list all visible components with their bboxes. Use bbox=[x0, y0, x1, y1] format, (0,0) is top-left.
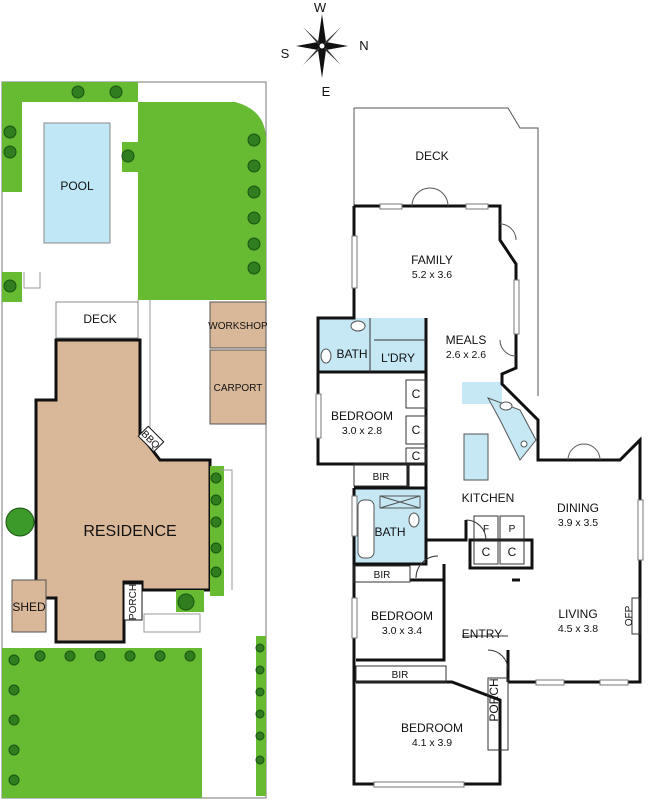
laundry-label: L'DRY bbox=[381, 351, 415, 365]
floor-plan bbox=[315, 107, 644, 788]
bedroom3-size: 4.1 x 3.9 bbox=[412, 737, 452, 749]
bedroom2-label: BEDROOM bbox=[371, 609, 433, 623]
porch-label: PORCH bbox=[487, 678, 501, 721]
residence-label: RESIDENCE bbox=[83, 523, 176, 540]
deck-outline bbox=[354, 107, 539, 396]
bir-label-2: BIR bbox=[374, 570, 391, 581]
pool-label: POOL bbox=[60, 179, 94, 193]
bath-tub-icon bbox=[357, 499, 375, 559]
bath2-label: BATH bbox=[374, 525, 405, 539]
shed-label: SHED bbox=[12, 600, 46, 614]
bedroom1-size: 3.0 x 2.8 bbox=[342, 425, 382, 437]
lawn-top-right bbox=[138, 102, 266, 300]
compass-s: S bbox=[281, 46, 290, 61]
bedroom3-label: BEDROOM bbox=[401, 721, 463, 735]
tree-icons bbox=[3, 85, 265, 786]
compass-n: N bbox=[359, 38, 368, 53]
pool bbox=[43, 122, 111, 244]
bath1-label: BATH bbox=[336, 347, 367, 361]
dining-label: DINING bbox=[557, 501, 599, 515]
shed bbox=[11, 579, 47, 633]
family-size: 5.2 x 3.6 bbox=[412, 269, 452, 281]
living-label: LIVING bbox=[558, 607, 597, 621]
living-size: 4.5 x 3.8 bbox=[558, 623, 598, 635]
bir-label-3: BIR bbox=[392, 670, 409, 681]
closet-label-3: C bbox=[412, 449, 421, 463]
workshop-label: WORKSHOP bbox=[208, 321, 268, 332]
cooktop-icon bbox=[520, 440, 528, 448]
bir-label-1: BIR bbox=[373, 472, 390, 483]
compass-w: W bbox=[314, 0, 327, 15]
site-deck bbox=[55, 301, 139, 339]
kitchen-label: KITCHEN bbox=[462, 491, 515, 505]
site-plan: POOL DECK WORKSHOP CARPORT RESIDENCE BBQ… bbox=[1, 81, 268, 799]
toilet-icon-2 bbox=[408, 512, 420, 528]
meals-size: 2.6 x 2.6 bbox=[446, 349, 486, 361]
workshop bbox=[209, 301, 267, 349]
dining-size: 3.9 x 3.5 bbox=[558, 517, 598, 529]
pantry-label: P bbox=[509, 524, 516, 535]
compass-rose-icon bbox=[296, 14, 348, 78]
closet-label-1: C bbox=[412, 387, 421, 401]
carport-label: CARPORT bbox=[214, 383, 263, 394]
bedroom2-size: 3.0 x 3.4 bbox=[382, 625, 422, 637]
sink-icon bbox=[499, 401, 513, 411]
ofp-label: OFP bbox=[624, 605, 635, 626]
family-label: FAMILY bbox=[411, 253, 453, 267]
bedroom1-label: BEDROOM bbox=[331, 409, 393, 423]
compass-e: E bbox=[322, 84, 331, 99]
site-porch-label: PORCH bbox=[128, 584, 139, 620]
closet-label-2: C bbox=[412, 423, 421, 437]
meals-label: MEALS bbox=[446, 333, 487, 347]
entry-label: ENTRY bbox=[462, 627, 502, 641]
toilet-icon bbox=[350, 320, 366, 332]
closet-label-5: C bbox=[508, 545, 517, 559]
lawn-bottom bbox=[2, 648, 202, 798]
closet-label-4: C bbox=[482, 545, 491, 559]
deck-label: DECK bbox=[415, 149, 448, 163]
site-deck-label: DECK bbox=[83, 312, 116, 326]
fridge-label: F bbox=[483, 524, 489, 535]
carport bbox=[209, 349, 267, 425]
basin-icon bbox=[320, 348, 332, 364]
